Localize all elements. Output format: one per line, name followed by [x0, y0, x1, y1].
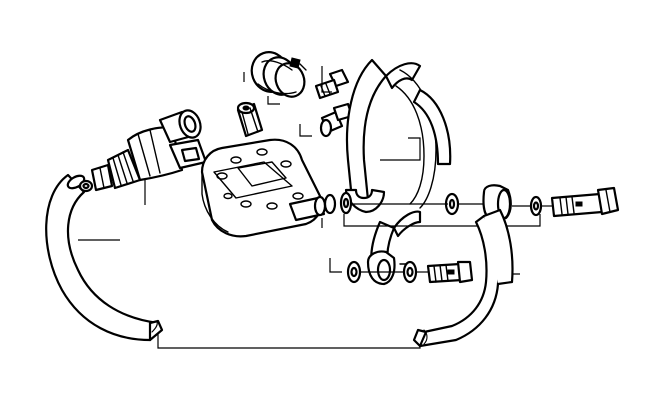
banjo-bolt-upper: [550, 186, 620, 218]
banjo-fitting: [366, 210, 422, 286]
injector-seal: [78, 179, 94, 193]
bolt-top: [314, 66, 350, 100]
cylinder-head: [200, 138, 337, 238]
banjo-fitting-upper: [482, 184, 512, 222]
injector: [90, 109, 208, 205]
bleed-screw: [299, 102, 354, 138]
hex-nipple: [236, 101, 264, 138]
hose-lower-right: [412, 208, 514, 348]
hose-left: [45, 173, 164, 342]
hose-upper-loop: [344, 58, 452, 214]
hose-clamp: [243, 51, 307, 105]
banjo-bolt-lower: [426, 260, 474, 284]
washer-set-lower: [329, 258, 418, 284]
